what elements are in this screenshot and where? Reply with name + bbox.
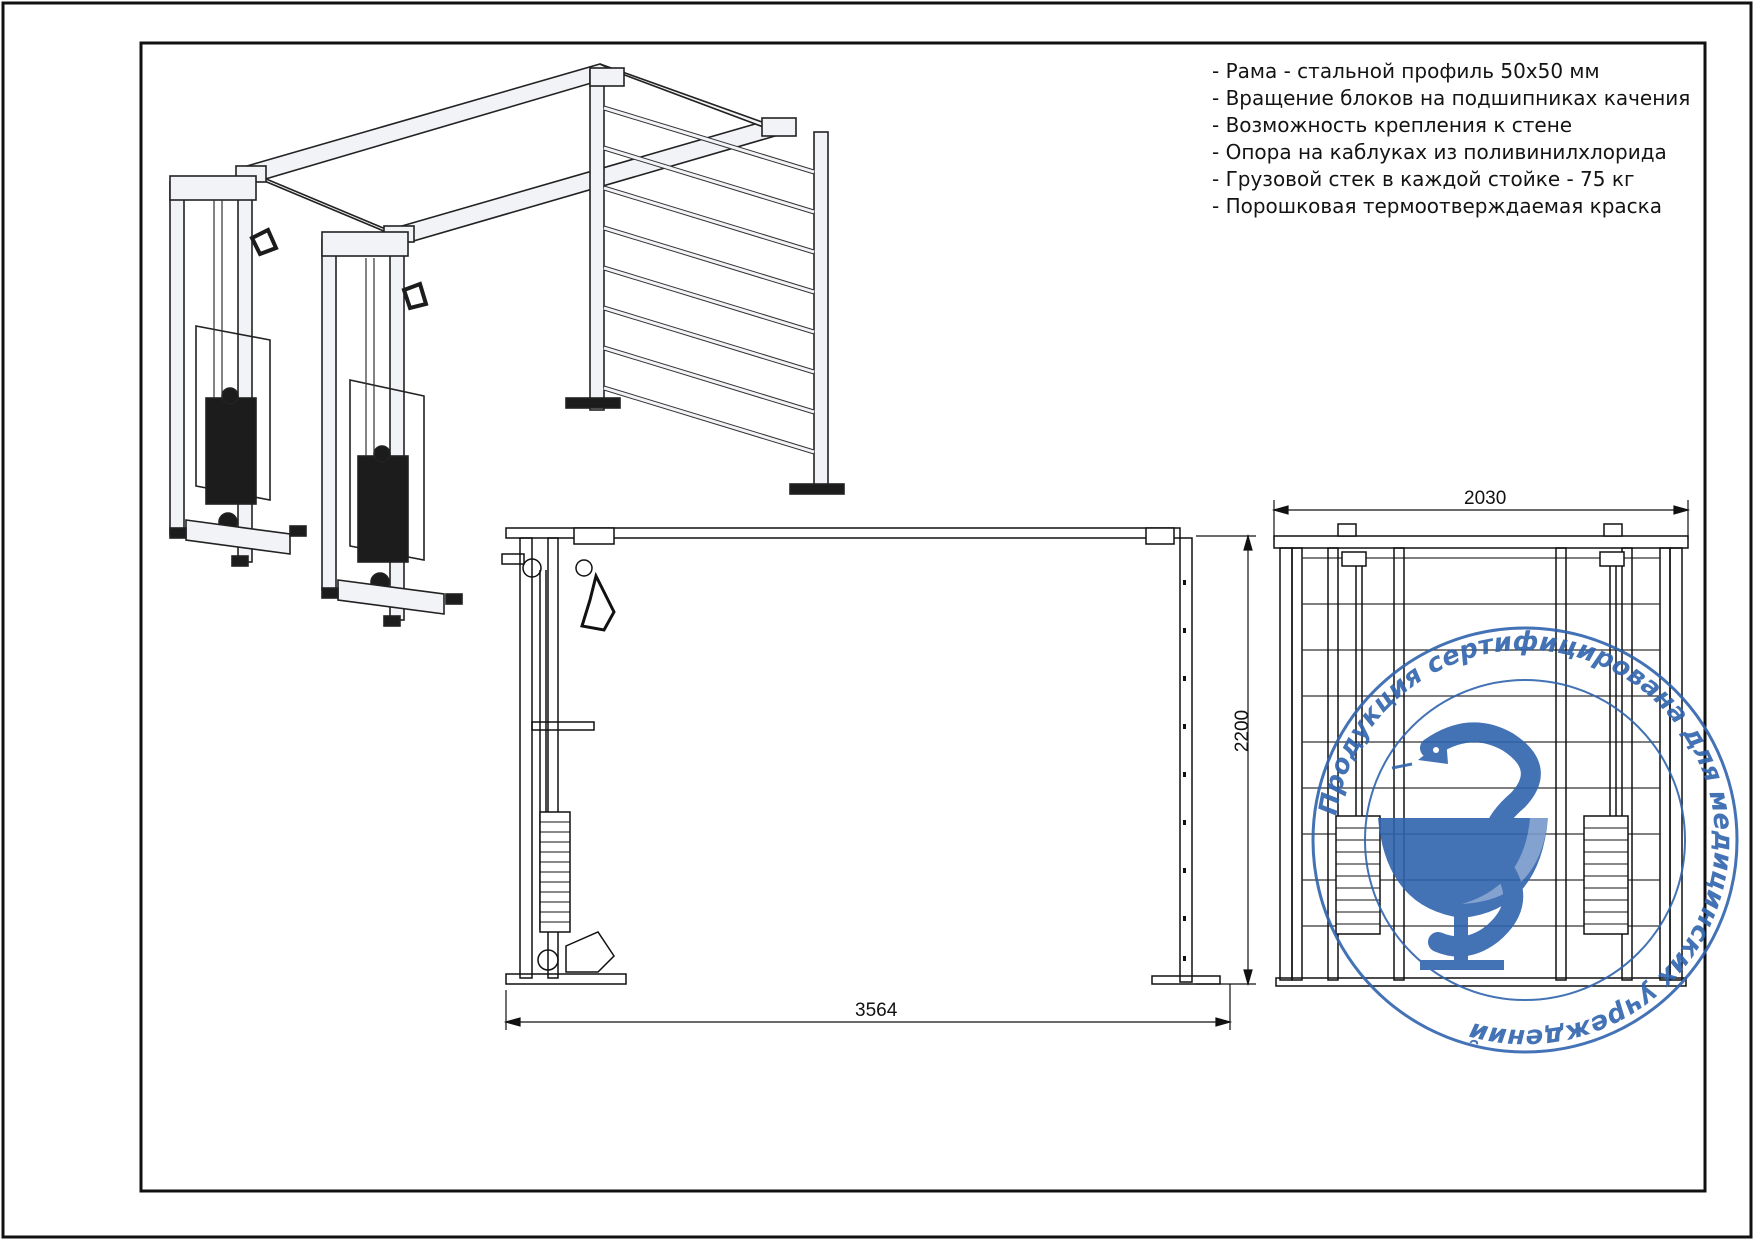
height-dimension-label: 2200 — [1232, 709, 1254, 753]
side-elevation-view — [501, 527, 1221, 985]
spec-item: - Возможность крепления к стене — [1212, 113, 1573, 137]
width-dimension-label: 3564 — [855, 1000, 898, 1021]
height-dimension-line — [1196, 533, 1256, 987]
spec-item: - Вращение блоков на подшипниках качения — [1212, 86, 1691, 110]
inner-frame — [139, 41, 1707, 1193]
certification-stamp — [1311, 626, 1739, 1054]
spec-item: - Рама - стальной профиль 50х50 мм — [1212, 59, 1600, 83]
width-dimension-line — [503, 984, 1233, 1030]
depth-dimension-label: 2030 — [1464, 488, 1507, 509]
depth-dimension-line — [1271, 500, 1691, 540]
front-view — [1273, 523, 1689, 987]
isometric-view — [169, 63, 845, 627]
spec-item: - Грузовой стек в каждой стойке - 75 кг — [1212, 167, 1635, 191]
spec-item: - Опора на каблуках из поливинилхлорида — [1212, 140, 1667, 164]
specifications-list: - Рама - стальной профиль 50х50 мм - Вра… — [1212, 58, 1690, 220]
spec-item: - Порошковая термоотверждаемая краска — [1212, 194, 1662, 218]
